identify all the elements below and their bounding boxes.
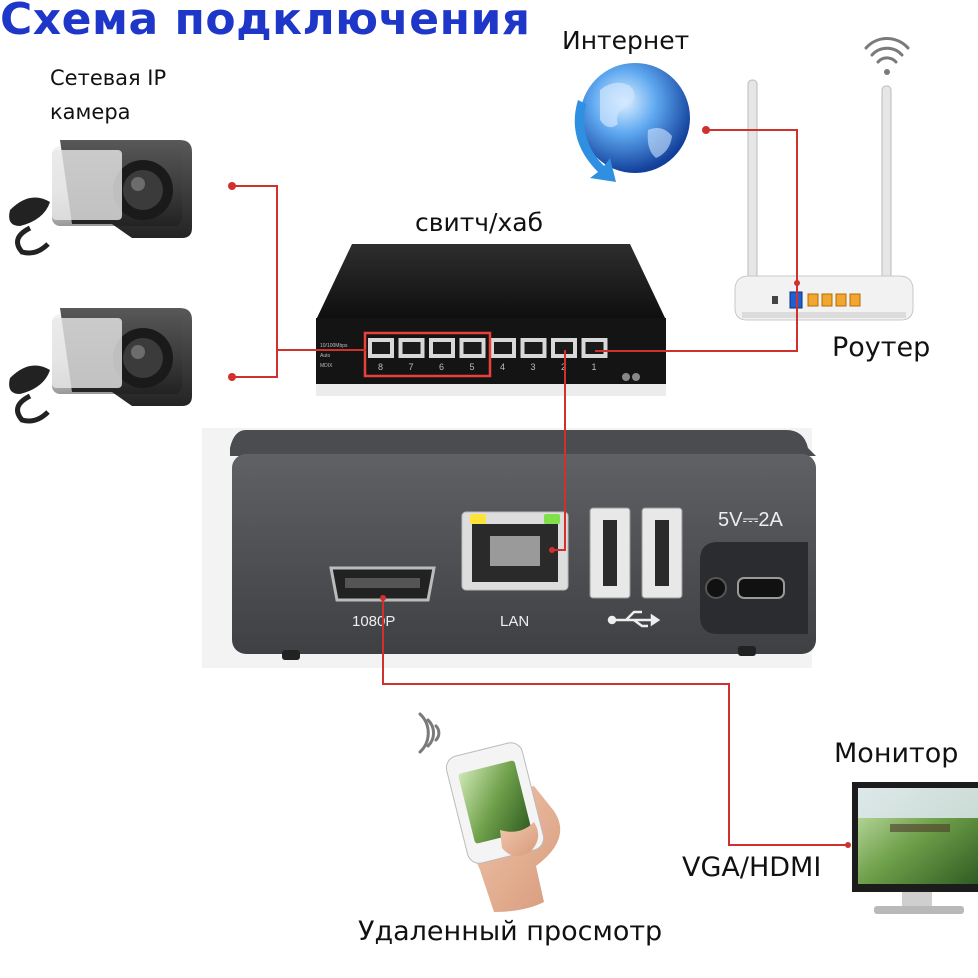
- hdmi-port-label: 1080P: [352, 613, 395, 630]
- switch-port-number: 5: [470, 362, 475, 372]
- monitor-device: [852, 782, 978, 914]
- switch-panel-text-3: MDIX: [320, 363, 333, 369]
- switch-port-number: 6: [439, 362, 444, 372]
- smartphone-in-hand: [444, 740, 560, 912]
- internet-globe-icon: [575, 63, 690, 182]
- router-device: [735, 80, 913, 320]
- nvr-box: [202, 428, 816, 668]
- ip-camera-bottom: [9, 308, 192, 421]
- switch-port-number: 8: [378, 362, 383, 372]
- camera-wire: [232, 186, 277, 377]
- phone-wifi-icon: [420, 714, 439, 752]
- lan-port-label: LAN: [500, 613, 529, 630]
- switch-panel-text-2: Auto: [320, 353, 331, 359]
- switch-port-number: 4: [500, 362, 505, 372]
- ip-camera-top: [9, 140, 192, 253]
- switch-port-number: 3: [531, 362, 536, 372]
- switch-port-number: 1: [592, 362, 597, 372]
- wifi-icon: [866, 39, 908, 75]
- switch-panel-text-1: 10/100Mbps: [320, 343, 348, 349]
- power-rating-label: 5V⎓2A: [718, 509, 784, 531]
- switch-port-number: 7: [409, 362, 414, 372]
